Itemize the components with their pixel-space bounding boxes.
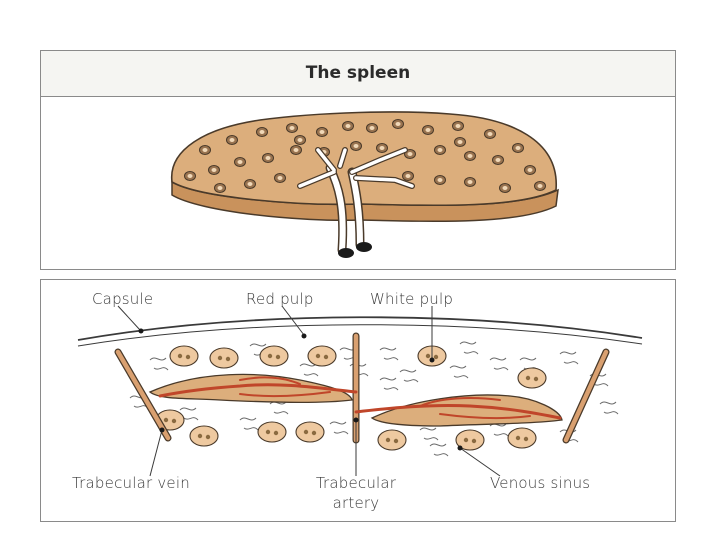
reticular-fiber (330, 422, 348, 434)
reticular-fiber (430, 444, 448, 456)
organ-nodule-center (212, 168, 217, 172)
reticular-fiber (150, 358, 168, 370)
organ-nodule-center (538, 184, 543, 188)
reticular-fiber (300, 364, 318, 376)
hilum-vessel-end (338, 248, 354, 258)
organ-nodule-center (346, 124, 351, 128)
nodule-cell (516, 436, 520, 440)
organ-nodule-center (218, 186, 223, 190)
nodule-cell (524, 437, 528, 441)
white-pulp-nodule (296, 422, 324, 442)
organ-nodule-center (188, 174, 193, 178)
reticular-fiber (490, 424, 508, 436)
white-pulp-nodule (378, 430, 406, 450)
hilum-vessel-end (356, 242, 372, 252)
organ-nodule-center (488, 132, 493, 136)
nodule-cell (526, 376, 530, 380)
organ-nodule-center (458, 140, 463, 144)
nodule-cell (178, 354, 182, 358)
reticular-fiber (460, 342, 478, 354)
organ-nodule-center (230, 138, 235, 142)
white-pulp-nodule (308, 346, 336, 366)
reticular-fiber (450, 366, 468, 378)
organ-nodule-center (320, 130, 325, 134)
organ-nodule-center (354, 144, 359, 148)
nodule-cell (268, 354, 272, 358)
organ-nodule-center (528, 168, 533, 172)
organ-nodule-center (438, 178, 443, 182)
reticular-fiber (600, 402, 618, 414)
organ-nodule-center (468, 180, 473, 184)
organ-nodule-center (248, 182, 253, 186)
reticular-fiber (420, 428, 438, 440)
organ-nodule-center (496, 158, 501, 162)
organ-nodule-center (438, 148, 443, 152)
capsule-label: Capsule (92, 290, 153, 308)
reticular-fiber (400, 370, 418, 382)
nodule-cell (534, 377, 538, 381)
organ-nodule-center (298, 138, 303, 142)
organ-nodule-center (278, 176, 283, 180)
white-pulp-nodule (190, 426, 218, 446)
nodule-cell (324, 355, 328, 359)
reticular-fiber (240, 418, 258, 430)
nodule-cell (226, 357, 230, 361)
trabecular-artery-label-line1: Trabecular (300, 474, 412, 492)
nodule-cell (464, 438, 468, 442)
organ-nodule-center (516, 146, 521, 150)
organ-nodule-center (503, 186, 508, 190)
nodule-cell (206, 435, 210, 439)
nodule-cell (472, 439, 476, 443)
organ-nodule-center (266, 156, 271, 160)
nodule-cell (276, 355, 280, 359)
nodule-cell (426, 354, 430, 358)
white-pulp-nodule (210, 348, 238, 368)
reticular-fiber (490, 358, 508, 370)
organ-nodule-center (468, 154, 473, 158)
reticular-fiber (380, 378, 398, 390)
nodule-cell (186, 355, 190, 359)
nodule-cell (394, 439, 398, 443)
nodule-cell (172, 419, 176, 423)
organ-nodule-center (294, 148, 299, 152)
organ-nodule-center (426, 128, 431, 132)
organ-nodule-center (370, 126, 375, 130)
organ-nodule-center (406, 174, 411, 178)
organ-nodule-center (380, 146, 385, 150)
nodule-cell (274, 431, 278, 435)
organ-nodule-center (260, 130, 265, 134)
white-pulp-nodule (508, 428, 536, 448)
nodule-cell (164, 418, 168, 422)
organ-nodule-center (408, 152, 413, 156)
red-pulp-label: Red pulp (246, 290, 314, 308)
trabecular-artery-label-line2: artery (300, 494, 412, 512)
white-pulp-nodule (170, 346, 198, 366)
organ-nodule-center (396, 122, 401, 126)
reticular-fiber (560, 352, 578, 364)
white-pulp-label: White pulp (370, 290, 453, 308)
trabecular-vein-label: Trabecular vein (72, 474, 190, 492)
white-pulp-nodule (260, 346, 288, 366)
nodule-cell (266, 430, 270, 434)
organ-nodule-center (290, 126, 295, 130)
reticular-fiber (270, 402, 288, 414)
reticular-fiber (380, 348, 398, 360)
organ-nodule-center (203, 148, 208, 152)
nodule-cell (316, 354, 320, 358)
venous-sinus-label: Venous sinus (490, 474, 590, 492)
white-pulp-nodule (258, 422, 286, 442)
nodule-cell (386, 438, 390, 442)
nodule-cell (304, 430, 308, 434)
nodule-cell (312, 431, 316, 435)
organ-nodule-center (238, 160, 243, 164)
nodule-cell (198, 434, 202, 438)
nodule-cell (434, 355, 438, 359)
white-pulp-nodule (518, 368, 546, 388)
organ-nodule-center (456, 124, 461, 128)
capsule-line (78, 317, 642, 340)
nodule-cell (218, 356, 222, 360)
